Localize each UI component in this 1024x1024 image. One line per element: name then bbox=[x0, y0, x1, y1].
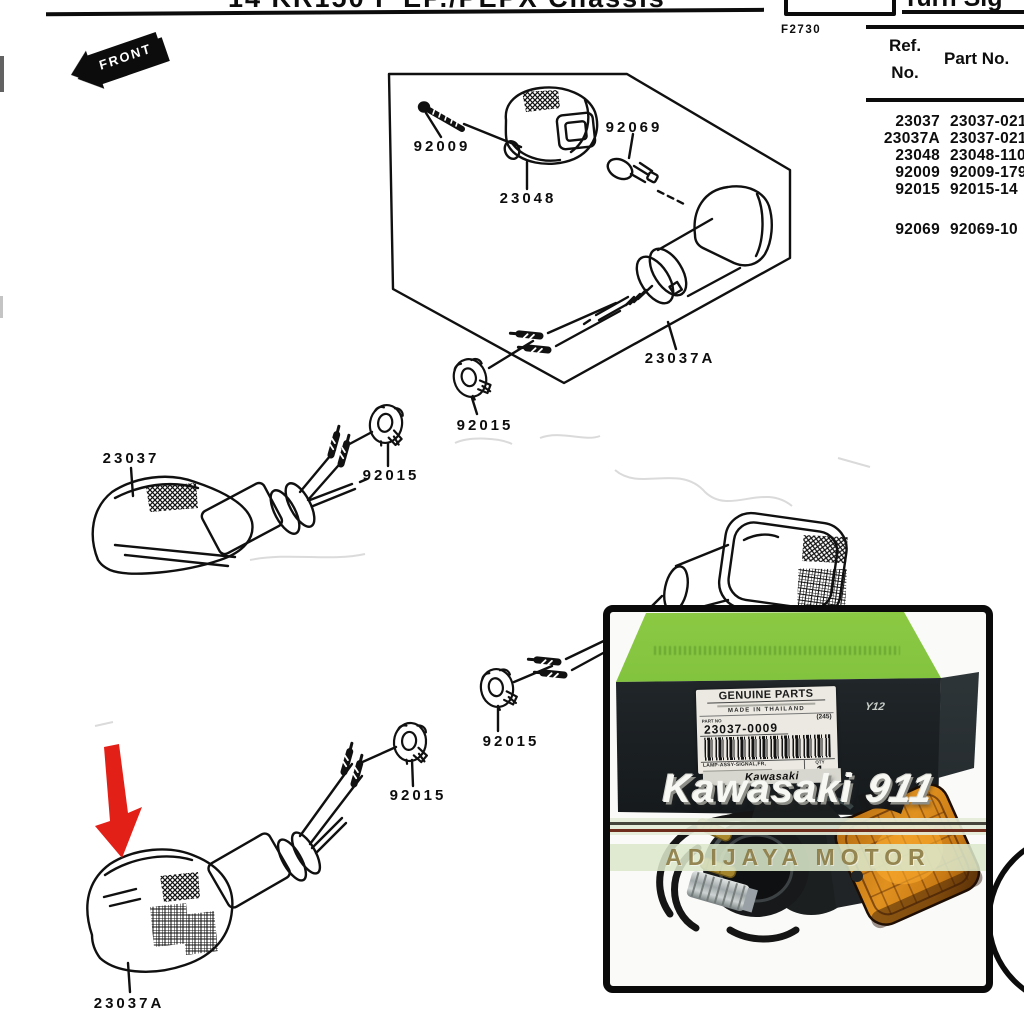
figure-code: F2730 bbox=[781, 24, 822, 36]
screw-drawing bbox=[417, 101, 523, 149]
table-rule-mid bbox=[866, 98, 1024, 102]
annotation-circle-arc bbox=[986, 847, 1024, 993]
table-row-part: 92069-10 bbox=[950, 221, 1018, 238]
part-label-screw: 92009 bbox=[413, 138, 471, 155]
part-label-nut-upper: 92015 bbox=[456, 417, 514, 434]
leader-line bbox=[470, 396, 479, 416]
bottom-signal-assembly-drawing bbox=[86, 745, 415, 994]
table-row-part: 23048-110 bbox=[950, 147, 1024, 164]
box-side-face bbox=[938, 672, 979, 778]
stripe-dark bbox=[610, 822, 986, 825]
lens-mount-cap bbox=[858, 790, 907, 814]
table-header-ref-1: Ref. bbox=[888, 36, 922, 55]
table-row-ref: 23037 bbox=[895, 113, 940, 130]
table-header-part: Part No. bbox=[944, 49, 1010, 68]
table-row-ref: 92069 bbox=[895, 221, 940, 238]
red-pointer-arrow bbox=[95, 744, 142, 858]
box-embossed-text bbox=[654, 646, 900, 655]
diagram-boundary bbox=[387, 72, 792, 385]
table-row-ref: 92009 bbox=[895, 164, 940, 181]
watermark-stripe-band bbox=[610, 818, 986, 835]
lens-screw bbox=[851, 870, 863, 882]
section-title: Turn Sig bbox=[903, 0, 1003, 13]
table-row-part: 92015-14 bbox=[950, 181, 1018, 198]
page-nav-box bbox=[784, 0, 896, 16]
scan-edge-mark bbox=[0, 296, 3, 318]
watermark-brand: Kawasaki bbox=[662, 767, 853, 811]
table-row-part: 23037-021 bbox=[950, 130, 1024, 147]
table-row-ref: 92015 bbox=[895, 181, 940, 198]
part-label-assy-upper: 23037A bbox=[644, 350, 716, 367]
stripe-red bbox=[610, 829, 986, 832]
table-row-part: 23037-021 bbox=[950, 113, 1024, 130]
section-title-underline bbox=[902, 10, 1024, 14]
scan-edge-mark bbox=[0, 56, 4, 92]
middle-signal-assembly-drawing bbox=[91, 430, 390, 575]
part-label-assy-mid: 23037 bbox=[102, 450, 160, 467]
right-signal-assembly-drawing bbox=[496, 511, 848, 733]
part-label-lamp-body: 23048 bbox=[499, 190, 557, 207]
table-row-part: 92009-179 bbox=[950, 164, 1024, 181]
part-label-nut-bottom: 92015 bbox=[389, 787, 447, 804]
table-row-ref: 23037A bbox=[883, 130, 940, 147]
table-header-ref-2: No. bbox=[891, 63, 919, 82]
box-top-face bbox=[616, 612, 941, 682]
product-photo-inset: Y12 GENUINE PARTS MADE IN THAILAND PART … bbox=[603, 605, 993, 993]
part-label-nut-right: 92015 bbox=[482, 733, 540, 750]
table-rule-top bbox=[866, 25, 1024, 29]
part-label-assy-bottom: 23037A bbox=[93, 995, 165, 1012]
watermark-number: 911 bbox=[862, 767, 939, 811]
bulb-drawing bbox=[606, 132, 686, 206]
watermark-shop-band: ADIJAYA MOTOR bbox=[610, 844, 986, 871]
upper-signal-assembly-drawing bbox=[487, 185, 773, 370]
table-row-ref: 23048 bbox=[895, 147, 940, 164]
scan-artifacts bbox=[94, 434, 871, 727]
threaded-stem bbox=[686, 870, 758, 913]
part-label-bulb: 92069 bbox=[605, 119, 663, 136]
part-label-nut-mid: 92015 bbox=[362, 467, 420, 484]
lamp-body-drawing bbox=[503, 86, 599, 191]
